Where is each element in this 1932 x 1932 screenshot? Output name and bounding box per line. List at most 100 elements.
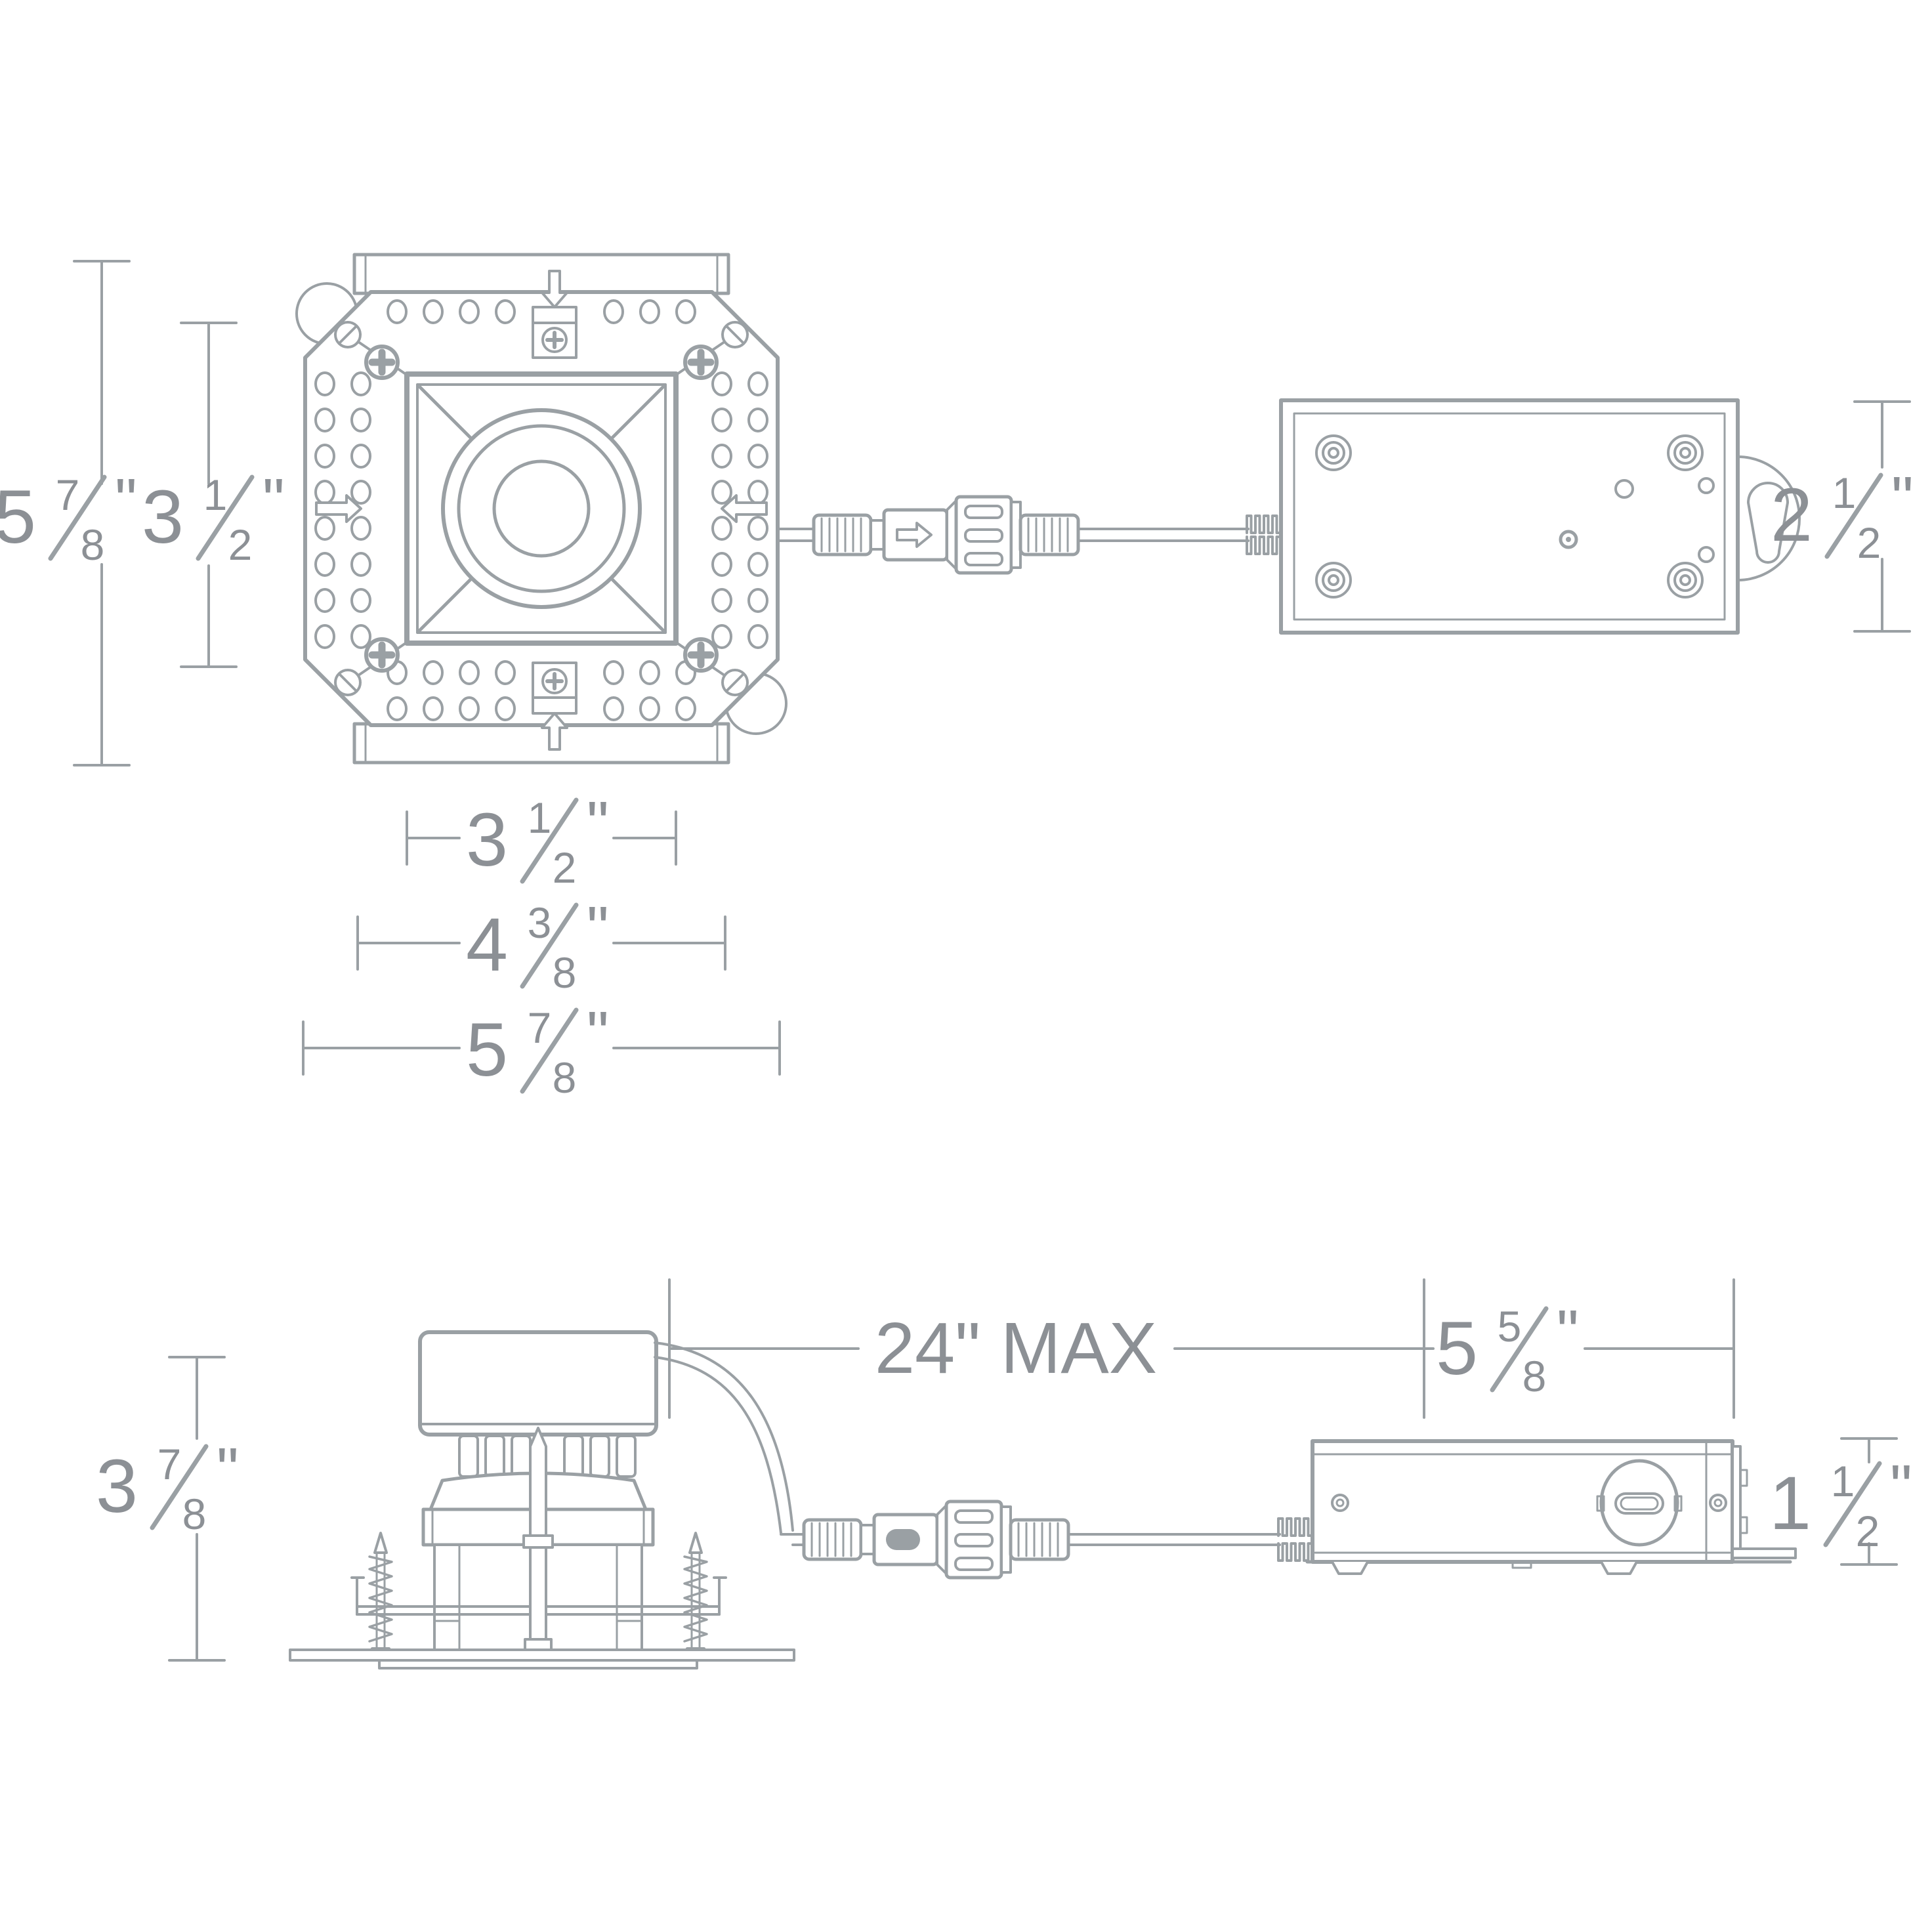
- perforation-hole: [350, 624, 371, 649]
- dim-denominator: 2: [228, 520, 253, 569]
- pilot-hole: [1698, 546, 1715, 563]
- case-screw-inner: [1713, 1498, 1723, 1507]
- chamfer-screw-slots: [334, 321, 749, 696]
- dim-numerator: 1: [528, 793, 552, 842]
- nut-slot: [954, 1533, 994, 1547]
- perforation-hole: [314, 588, 335, 613]
- dim-cable-length: 24" MAX: [668, 1278, 1425, 1419]
- perforation-hole: [603, 660, 624, 685]
- mounting-tab-top: [352, 253, 730, 295]
- perforation-hole: [314, 624, 335, 649]
- adjustment-screw-top: [532, 270, 578, 359]
- fraction-slash: [1824, 472, 1883, 559]
- locking-nut: [954, 495, 1013, 575]
- dim-whole: 5: [0, 475, 36, 559]
- heat-sink-fin: [458, 1435, 479, 1478]
- corrugation: [1277, 1517, 1314, 1537]
- ribbed-grip: [812, 513, 873, 556]
- cable-strain-relief: [1277, 1517, 1314, 1562]
- ribbed-grip: [1009, 1518, 1070, 1561]
- rivet-ring: [1315, 434, 1352, 471]
- dim-denominator: 2: [553, 843, 577, 892]
- mounting-tab-bottom: [352, 722, 730, 765]
- dim-whole: 3: [466, 798, 508, 882]
- perforation-hole: [747, 371, 768, 396]
- front-view: [295, 253, 788, 765]
- perforation-hole: [603, 696, 624, 721]
- top-cable-assembly: [776, 495, 1282, 575]
- perforation-hole: [675, 299, 696, 324]
- corner-screws: [364, 345, 719, 673]
- dim-unit: ": [587, 999, 609, 1068]
- heat-sink-fin: [563, 1435, 584, 1478]
- heat-sink-fin: [484, 1435, 505, 1478]
- spring-coil: [683, 1555, 708, 1643]
- rivet-ring: [1322, 568, 1345, 592]
- nut-slot: [964, 528, 1003, 543]
- phillips-screw: [683, 345, 719, 380]
- phillips-screw: [364, 637, 400, 673]
- ribbed-grip: [802, 1518, 863, 1561]
- perforation-hole: [423, 696, 444, 721]
- mounting-flange: [1731, 1547, 1797, 1559]
- adjustment-screw-bottom: [532, 662, 578, 751]
- cable-curve-outer: [654, 1341, 794, 1532]
- nut-slot: [964, 552, 1003, 566]
- arrow-up-icon: [541, 712, 568, 751]
- perforation-hole: [747, 588, 768, 613]
- center-hole-inner: [1566, 537, 1571, 542]
- dim-denominator: 2: [1857, 518, 1881, 567]
- bottom-cable-assembly: [780, 1500, 1314, 1580]
- pilot-hole: [1614, 479, 1634, 499]
- perforation-hole: [350, 371, 371, 396]
- dim-numerator: 5: [1498, 1302, 1522, 1351]
- driver-can: [418, 1330, 658, 1437]
- dim-denominator: 2: [1856, 1507, 1880, 1555]
- dim-unit: ": [1557, 1297, 1579, 1367]
- perforation-hole: [495, 696, 516, 721]
- perforation-hole: [387, 696, 408, 721]
- perforation-hole: [459, 660, 480, 685]
- perforation-hole: [350, 516, 371, 541]
- foot-tab: [1511, 1561, 1532, 1569]
- arrow-right-icon: [315, 494, 362, 523]
- dim-denominator: 8: [1522, 1352, 1547, 1400]
- foot: [1600, 1561, 1638, 1575]
- fraction-slash: [150, 1444, 209, 1530]
- spring-screw-left: [367, 1532, 394, 1660]
- center-hole: [1559, 530, 1578, 549]
- dim-unit: ": [1890, 1452, 1912, 1522]
- dim-numerator: 7: [56, 471, 80, 519]
- dim-unit: ": [217, 1435, 239, 1505]
- perforation-hole: [747, 516, 768, 541]
- dim-unit: ": [587, 789, 609, 858]
- perforation-hole: [459, 696, 480, 721]
- dim-denominator: 8: [81, 520, 105, 569]
- corrugation: [1277, 1542, 1314, 1562]
- fraction-slash: [48, 474, 107, 561]
- driver-box-top-outline: [1279, 398, 1740, 635]
- perforation-hole: [495, 660, 516, 685]
- perforation-hole: [423, 660, 444, 685]
- perforation-hole: [747, 624, 768, 649]
- nut-slot: [954, 1557, 994, 1571]
- rivet-ring: [1315, 562, 1352, 598]
- dim-whole: 3: [96, 1444, 138, 1528]
- perforation-hole: [711, 371, 732, 396]
- case-screw: [1709, 1494, 1727, 1512]
- collar: [860, 1524, 875, 1555]
- foot: [1331, 1561, 1369, 1575]
- case-screw: [1331, 1494, 1349, 1512]
- dim-numerator: 1: [1832, 469, 1857, 517]
- rivet-ring: [1322, 441, 1345, 465]
- perforation-hole: [639, 660, 660, 685]
- perforation-hole: [711, 588, 732, 613]
- dim-whole: 5: [466, 1008, 508, 1092]
- dim-numerator: 1: [203, 471, 228, 519]
